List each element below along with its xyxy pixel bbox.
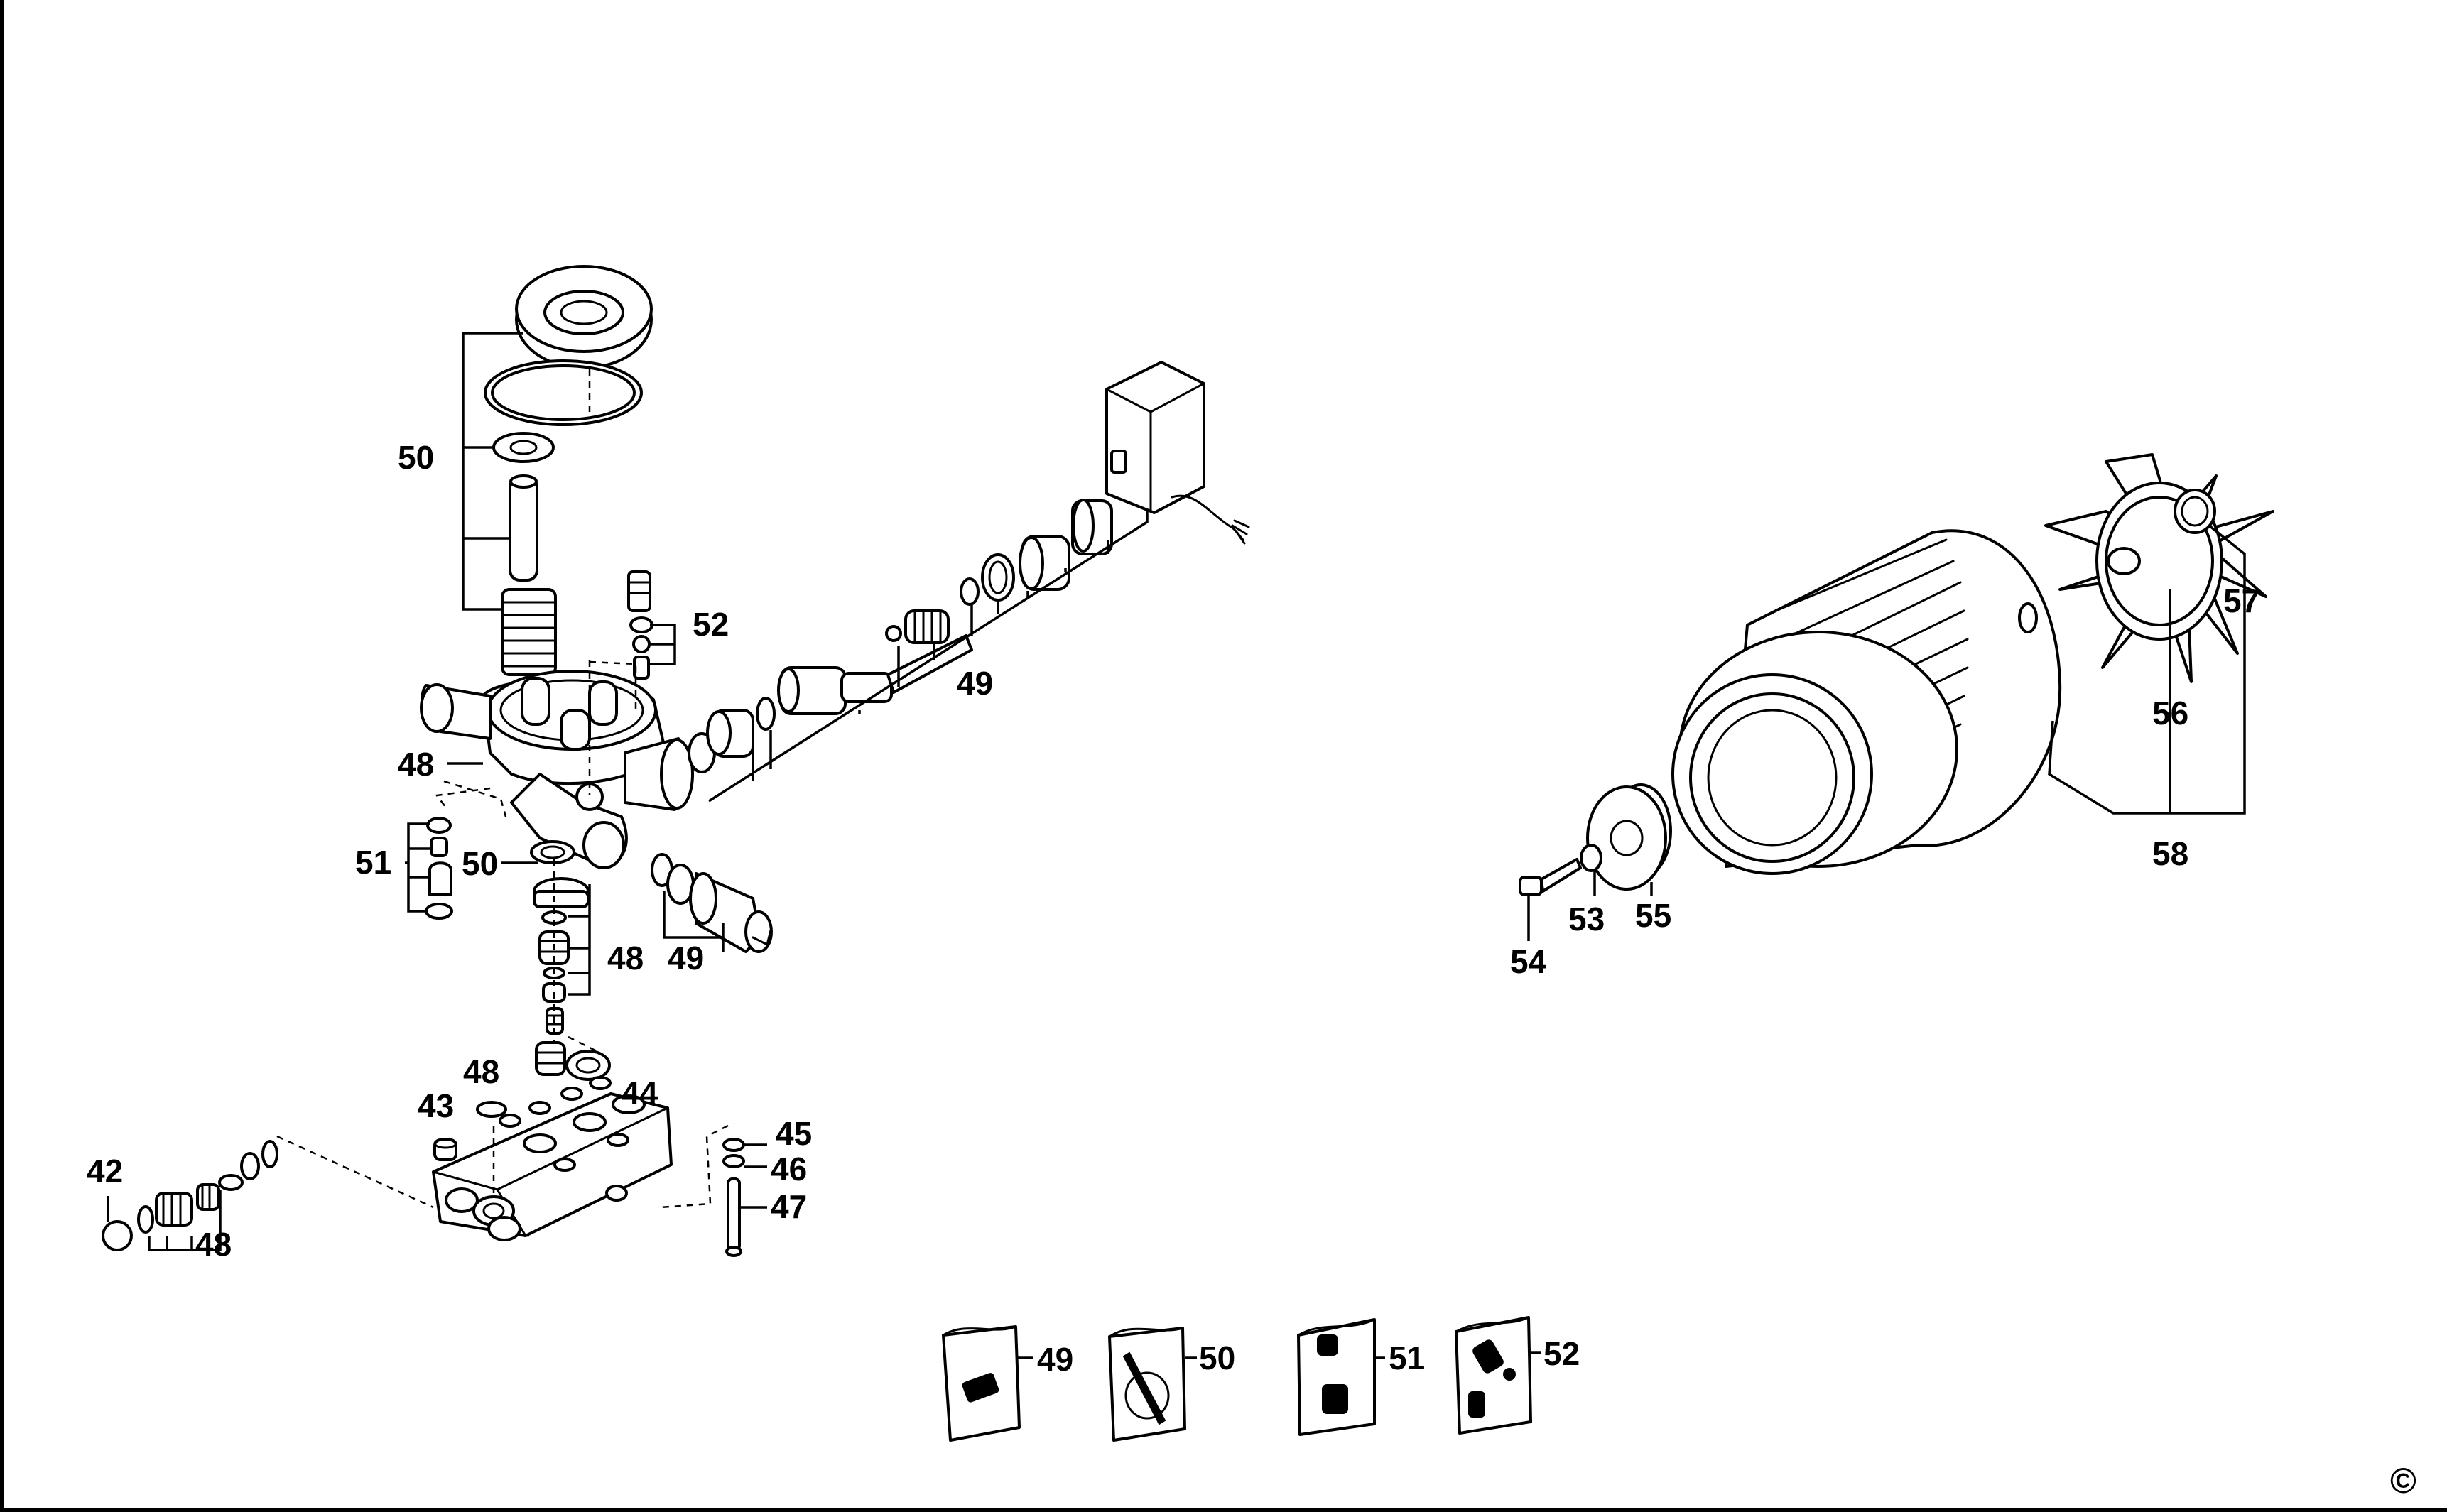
- bolt-assembly: [660, 1124, 745, 1257]
- callout-55: 55: [1635, 897, 1671, 934]
- o-ring-48: [476, 1101, 507, 1118]
- callout-49-upper: 49: [957, 665, 993, 702]
- callout-52: 52: [693, 606, 729, 643]
- callout-50-upper: 50: [398, 439, 434, 476]
- callout-50-lower: 50: [462, 845, 498, 882]
- copyright-symbol: ©: [2390, 1461, 2416, 1501]
- callout-45: 45: [776, 1115, 812, 1152]
- kit-bag-52: [1455, 1316, 1532, 1435]
- bolt-54: [1519, 858, 1582, 896]
- callout-48-oring: 48: [463, 1053, 499, 1090]
- valve-stack: [530, 840, 611, 1081]
- kit-bag-49: [942, 1325, 1021, 1442]
- plug-43: [433, 1138, 457, 1161]
- callout-42: 42: [87, 1153, 123, 1190]
- callout-51: 51: [355, 844, 391, 881]
- lower-valve-parts: [651, 853, 773, 953]
- seal-cap-assembly: [484, 265, 653, 582]
- callout-47: 47: [771, 1188, 807, 1225]
- pump-manifold: [432, 1076, 673, 1241]
- pump-head: [420, 660, 694, 869]
- callout-58: 58: [2152, 835, 2188, 872]
- fitting-kit-52-parts: [627, 570, 653, 680]
- washer-53: [1580, 844, 1602, 872]
- callout-44: 44: [622, 1075, 658, 1111]
- callout-49-lower: 49: [668, 940, 704, 977]
- callout-46: 46: [771, 1151, 807, 1187]
- pressure-switch: [1105, 361, 1250, 545]
- kit-label-49: 49: [1037, 1341, 1073, 1378]
- spring: [501, 588, 557, 676]
- fan-ring-57: [2174, 489, 2216, 534]
- flange-55: [1586, 783, 1672, 891]
- kit-51-parts: [425, 780, 507, 920]
- callout-53: 53: [1568, 901, 1605, 937]
- callout-56: 56: [2152, 695, 2188, 731]
- cooling-fan: [2044, 453, 2274, 683]
- kit-label-51: 51: [1389, 1339, 1425, 1376]
- callout-48-head: 48: [398, 746, 434, 783]
- unloader-valve-parts: [688, 499, 1113, 773]
- callout-48-stack: 48: [607, 940, 644, 977]
- kit-bag-50: [1108, 1327, 1186, 1442]
- kit-bag-51: [1297, 1318, 1376, 1436]
- callout-43: 43: [418, 1087, 454, 1124]
- plug-assembly-42: [102, 1135, 434, 1251]
- callout-54: 54: [1510, 943, 1547, 980]
- kit-label-50: 50: [1199, 1339, 1235, 1376]
- motor: [1671, 529, 2062, 875]
- callout-48-plug: 48: [195, 1226, 232, 1263]
- callout-57: 57: [2223, 582, 2259, 619]
- kit-label-52: 52: [1543, 1335, 1580, 1372]
